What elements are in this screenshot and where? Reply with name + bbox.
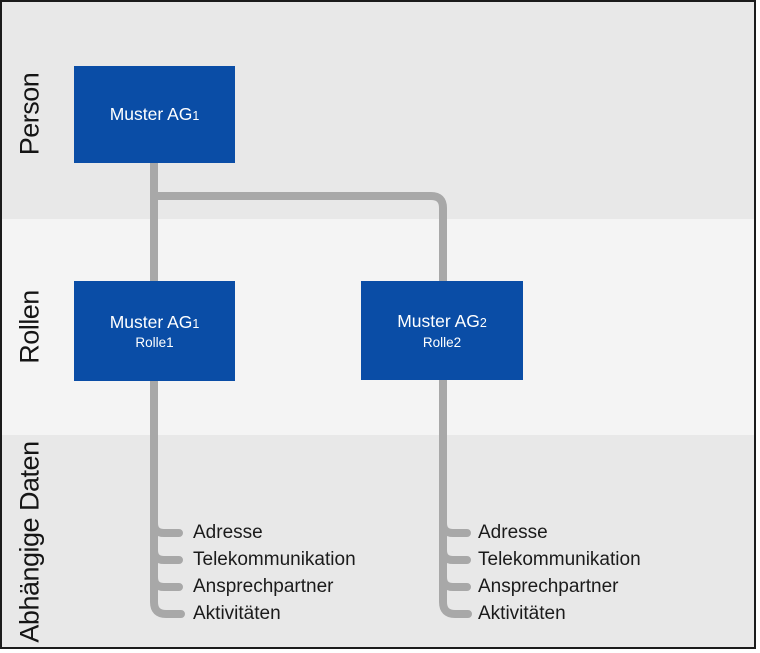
list-item-aktivitaeten: Aktivitäten [478, 603, 566, 624]
node-subtitle: Rolle2 [422, 334, 462, 350]
band-label-abhaengige-daten: Abhängige Daten [14, 441, 45, 643]
list-item-ansprechpartner: Ansprechpartner [478, 576, 619, 597]
node-person-muster-ag1: Muster AG1 [74, 66, 235, 163]
list-item-telekommunikation: Telekommunikation [193, 549, 356, 570]
branch-line-right [150, 192, 472, 618]
dependent-data-list-right: Adresse Telekommunikation Ansprechpartne… [478, 519, 641, 627]
node-subtitle: Rolle1 [135, 335, 174, 351]
trunk-line-left [150, 148, 185, 618]
node-role1-muster-ag1: Muster AG1 Rolle1 [74, 281, 235, 381]
list-item-telekommunikation: Telekommunikation [478, 549, 641, 570]
node-title-text: Muster AG [109, 311, 193, 332]
stub-right-ansprechpartner [439, 573, 471, 591]
band-daten [2, 435, 754, 647]
dependent-data-list-left: Adresse Telekommunikation Ansprechpartne… [193, 519, 356, 627]
list-item-ansprechpartner: Ansprechpartner [193, 576, 334, 597]
node-role2-muster-ag2: Muster AG2 Rolle2 [361, 281, 523, 380]
node-title-subscript: 1 [192, 109, 200, 124]
list-item-adresse: Adresse [193, 522, 263, 543]
node-title: Muster AG2 [397, 311, 487, 331]
node-title: Muster AG1 [110, 104, 200, 124]
node-title: Muster AG1 [110, 312, 200, 332]
node-title-text: Muster AG [109, 104, 193, 125]
stub-left-telekommunikation [150, 546, 183, 564]
list-item-adresse: Adresse [478, 522, 548, 543]
node-title-subscript: 1 [192, 316, 200, 331]
list-item-aktivitaeten: Aktivitäten [193, 603, 281, 624]
node-title-subscript: 2 [479, 316, 487, 331]
stub-right-adresse [439, 519, 471, 537]
stub-left-ansprechpartner [150, 573, 183, 591]
band-label-person: Person [14, 72, 45, 156]
stub-right-telekommunikation [439, 546, 471, 564]
band-label-rollen: Rollen [14, 290, 45, 364]
node-title-text: Muster AG [397, 311, 480, 332]
stub-left-adresse [150, 519, 183, 537]
